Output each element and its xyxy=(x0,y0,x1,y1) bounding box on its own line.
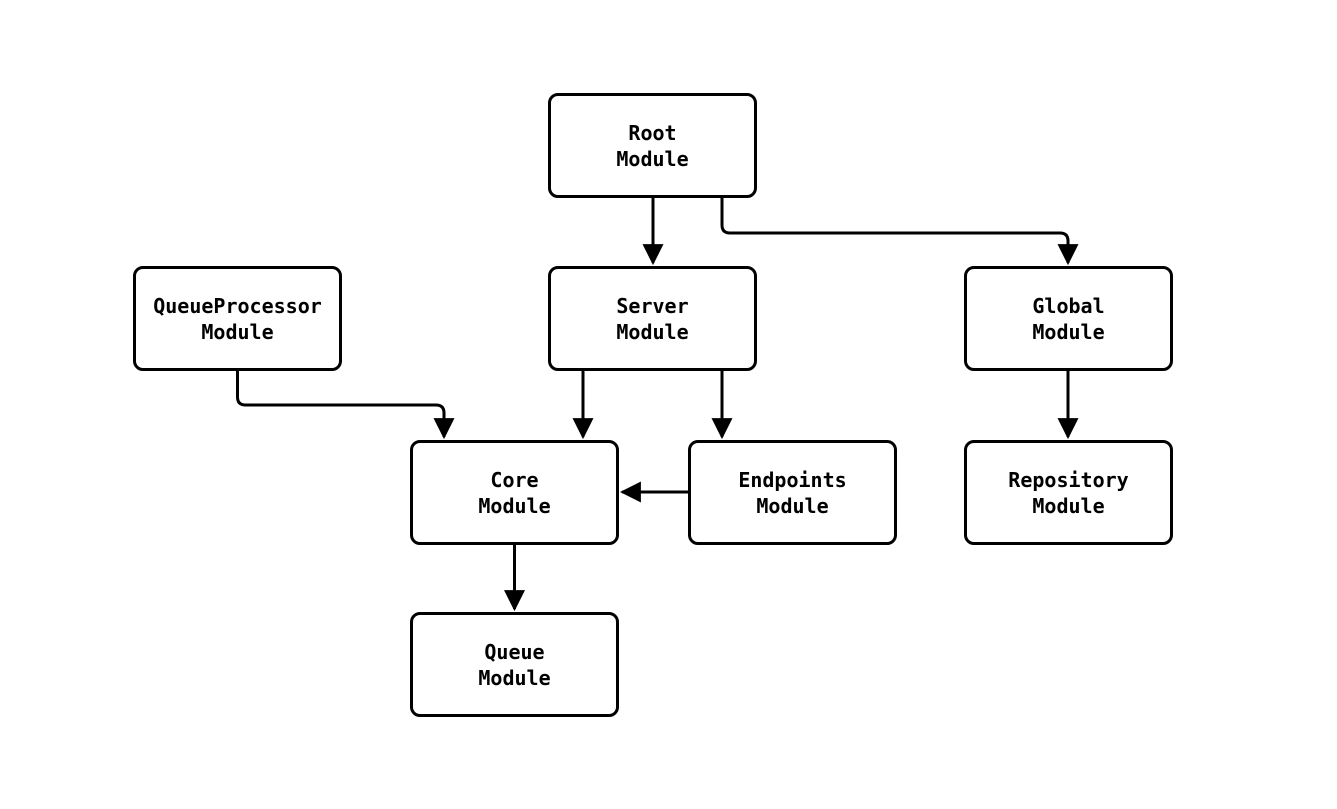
node-core-module: Core Module xyxy=(410,440,619,545)
node-queueprocessor-module-label: QueueProcessor Module xyxy=(153,293,322,344)
node-server-module: Server Module xyxy=(548,266,757,371)
node-queueprocessor-module: QueueProcessor Module xyxy=(133,266,342,371)
node-endpoints-module-label: Endpoints Module xyxy=(738,467,847,518)
node-repository-module: Repository Module xyxy=(964,440,1173,545)
node-queue-module: Queue Module xyxy=(410,612,619,717)
node-core-module-label: Core Module xyxy=(478,467,551,518)
node-global-module-label: Global Module xyxy=(1032,293,1105,344)
node-endpoints-module: Endpoints Module xyxy=(688,440,897,545)
node-repository-module-label: Repository Module xyxy=(1008,467,1129,518)
node-global-module: Global Module xyxy=(964,266,1173,371)
edge-queueprocessor-to-core xyxy=(236,371,455,440)
node-root-module-label: Root Module xyxy=(616,120,689,171)
node-queue-module-label: Queue Module xyxy=(478,639,551,690)
node-server-module-label: Server Module xyxy=(616,293,689,344)
node-root-module: Root Module xyxy=(548,93,757,198)
edge-root-to-global xyxy=(720,198,1079,266)
